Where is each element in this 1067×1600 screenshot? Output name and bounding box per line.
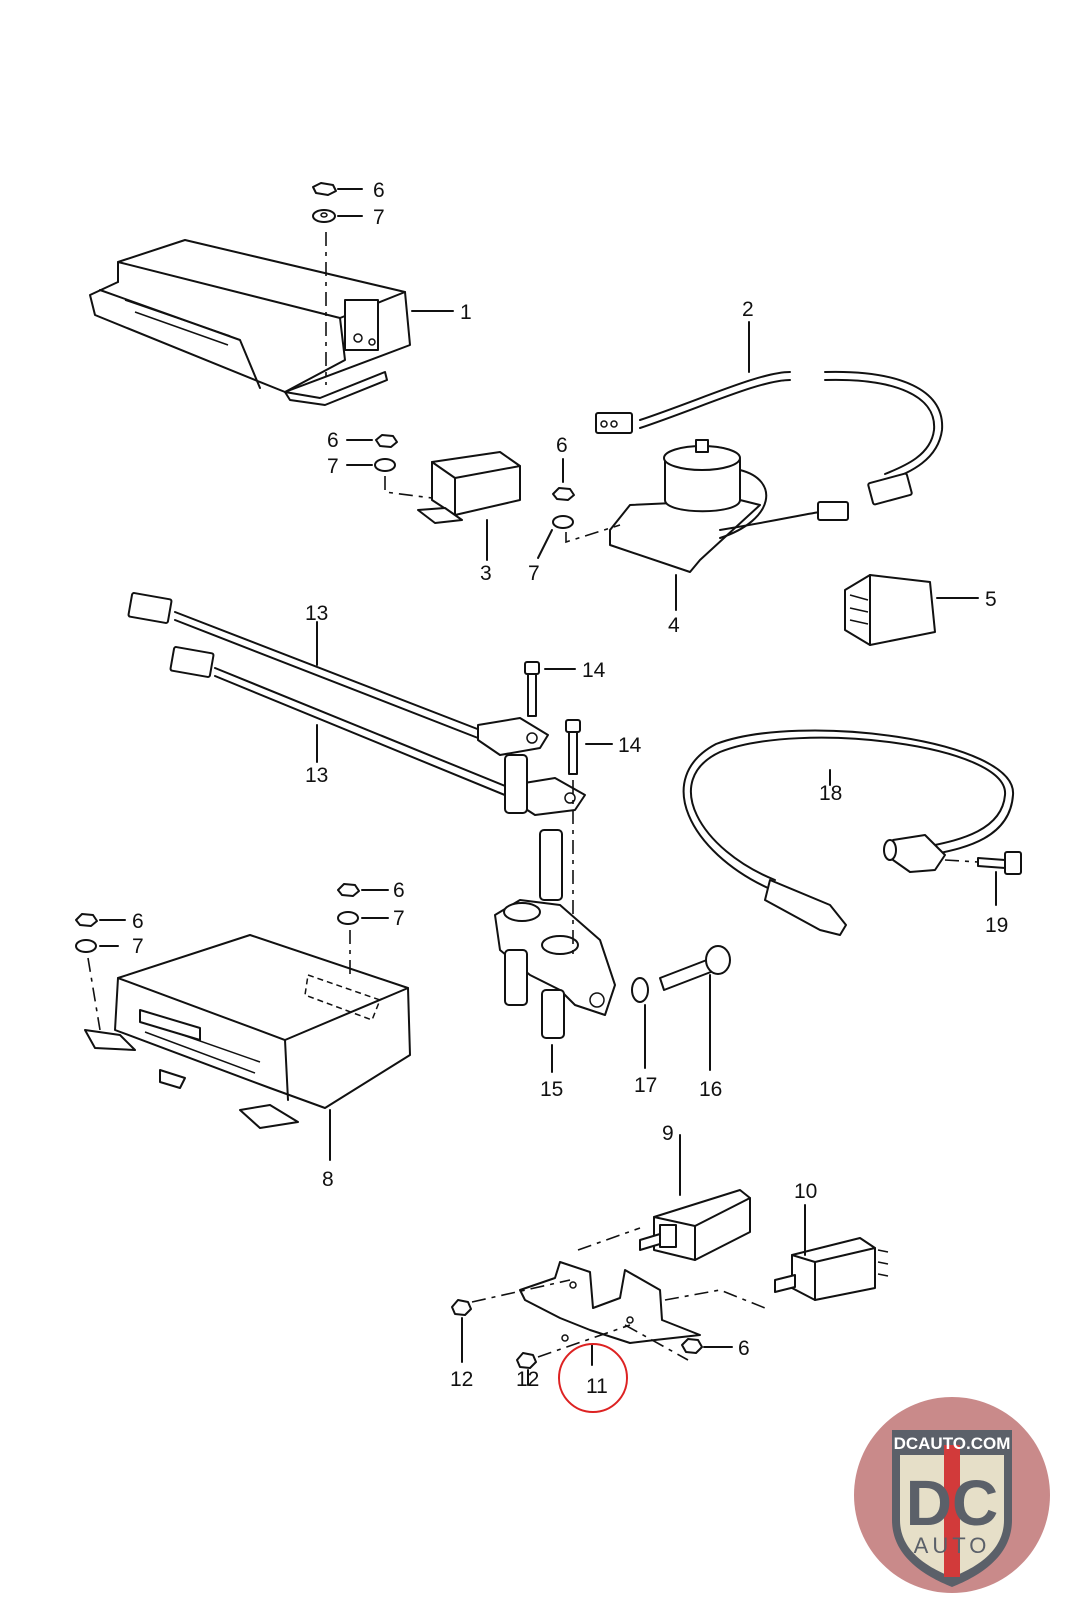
nut[interactable] xyxy=(337,883,360,897)
callout-14: 14 xyxy=(582,659,606,682)
callout-15: 15 xyxy=(540,1078,563,1101)
logo-stripe xyxy=(944,1445,960,1577)
washer[interactable] xyxy=(631,977,649,1003)
washer[interactable] xyxy=(552,515,574,529)
callout-6: 6 xyxy=(738,1337,750,1360)
bracket[interactable] xyxy=(519,1261,701,1344)
relay-a[interactable] xyxy=(639,1189,751,1261)
nut[interactable] xyxy=(75,913,98,927)
bolt[interactable] xyxy=(524,661,540,717)
nut[interactable] xyxy=(375,434,398,448)
callout-6: 6 xyxy=(132,910,144,933)
callout-19: 19 xyxy=(985,914,1008,937)
callout-2: 2 xyxy=(742,298,754,321)
nut[interactable] xyxy=(312,182,337,196)
nut[interactable] xyxy=(552,487,575,501)
callout-18: 18 xyxy=(819,782,842,805)
multi-pin-relay[interactable] xyxy=(844,574,936,646)
callout-6: 6 xyxy=(556,434,568,457)
callout-14: 14 xyxy=(618,734,642,757)
washer[interactable] xyxy=(312,209,336,223)
bolt[interactable] xyxy=(977,851,1022,875)
bolt[interactable] xyxy=(565,719,581,775)
callout-1: 1 xyxy=(460,301,472,324)
relay-small[interactable] xyxy=(417,451,521,524)
control-unit-large[interactable] xyxy=(89,239,411,406)
dcauto-logo[interactable]: DCAUTO.COM DC AUTO xyxy=(852,1395,1052,1595)
wiring-harness[interactable] xyxy=(595,370,944,506)
callout-17: 17 xyxy=(634,1074,657,1097)
callout-6: 6 xyxy=(373,179,385,202)
nut[interactable] xyxy=(451,1299,472,1316)
callout-4: 4 xyxy=(668,614,680,637)
sensor-cable[interactable] xyxy=(169,646,586,816)
washer[interactable] xyxy=(75,939,97,953)
callout-8: 8 xyxy=(322,1168,334,1191)
logo-main-text: DC xyxy=(906,1467,998,1539)
washer[interactable] xyxy=(337,911,359,925)
callout-13: 13 xyxy=(305,764,328,787)
nut[interactable] xyxy=(516,1352,537,1369)
callout-7: 7 xyxy=(132,935,144,958)
callout-13: 13 xyxy=(305,602,328,625)
control-unit-lower[interactable] xyxy=(84,934,411,1129)
callout-10: 10 xyxy=(794,1180,817,1203)
callout-6: 6 xyxy=(393,879,405,902)
callout-12: 12 xyxy=(450,1368,473,1391)
callout-6: 6 xyxy=(327,429,339,452)
logo-top-text: DCAUTO.COM xyxy=(894,1434,1011,1453)
sensor-cable[interactable] xyxy=(127,592,549,756)
washer[interactable] xyxy=(374,458,396,472)
callout-9: 9 xyxy=(662,1122,674,1145)
bolt-long[interactable] xyxy=(659,945,731,991)
relay-b[interactable] xyxy=(774,1237,889,1301)
motor-with-bracket[interactable] xyxy=(609,439,849,573)
callout-7: 7 xyxy=(327,455,339,478)
callout-7: 7 xyxy=(373,206,385,229)
callout-7: 7 xyxy=(393,907,405,930)
callout-12: 12 xyxy=(516,1368,539,1391)
callout-11: 11 xyxy=(586,1375,608,1398)
logo-sub-text: AUTO xyxy=(914,1533,991,1558)
nut[interactable] xyxy=(681,1338,703,1354)
callout-7: 7 xyxy=(528,562,540,585)
callout-16: 16 xyxy=(699,1078,722,1101)
highlight-circle xyxy=(558,1343,628,1413)
sensor-holder[interactable] xyxy=(494,899,616,1039)
callout-5: 5 xyxy=(985,588,997,611)
callout-3: 3 xyxy=(480,562,492,585)
knock-sensor-cable[interactable] xyxy=(682,729,1015,936)
